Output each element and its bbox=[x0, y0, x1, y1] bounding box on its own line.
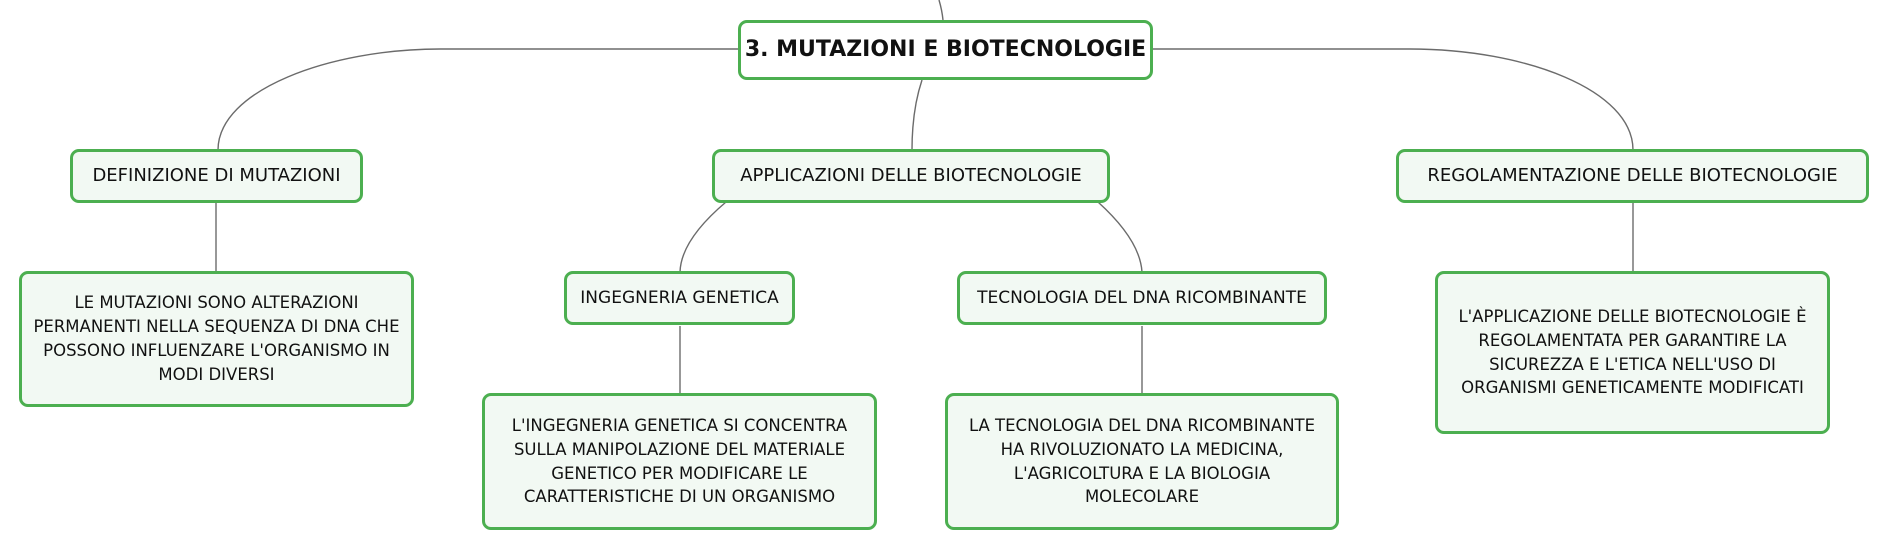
regolamentazione-node[interactable]: REGOLAMENTAZIONE DELLE BIOTECNOLOGIE bbox=[1396, 149, 1869, 203]
regolamentazione-detail-node[interactable]: L'APPLICAZIONE DELLE BIOTECNOLOGIE È REG… bbox=[1435, 271, 1830, 434]
ingegneria-node[interactable]: INGEGNERIA GENETICA bbox=[564, 271, 795, 325]
definizione-detail-node[interactable]: LE MUTAZIONI SONO ALTERAZIONI PERMANENTI… bbox=[19, 271, 414, 407]
definizione-label: DEFINIZIONE DI MUTAZIONI bbox=[92, 164, 341, 186]
regolamentazione-detail-text: L'APPLICAZIONE DELLE BIOTECNOLOGIE È REG… bbox=[1458, 306, 1807, 398]
ingegneria-detail-node[interactable]: L'INGEGNERIA GENETICA SI CONCENTRA SULLA… bbox=[482, 393, 877, 530]
dna-ricombinante-detail-node[interactable]: LA TECNOLOGIA DEL DNA RICOMBINANTE HA RI… bbox=[945, 393, 1339, 530]
applicazioni-label: APPLICAZIONI DELLE BIOTECNOLOGIE bbox=[740, 164, 1082, 186]
connector-root-regolamentazione bbox=[1153, 48, 1634, 151]
definizione-detail-text: LE MUTAZIONI SONO ALTERAZIONI PERMANENTI… bbox=[33, 293, 400, 384]
dna-ricombinante-node[interactable]: TECNOLOGIA DEL DNA RICOMBINANTE bbox=[957, 271, 1327, 325]
connector-root-definizione bbox=[217, 48, 738, 151]
regolamentazione-label: REGOLAMENTAZIONE DELLE BIOTECNOLOGIE bbox=[1427, 164, 1838, 186]
applicazioni-node[interactable]: APPLICAZIONI DELLE BIOTECNOLOGIE bbox=[712, 149, 1110, 203]
dna-ricombinante-label: TECNOLOGIA DEL DNA RICOMBINANTE bbox=[977, 287, 1307, 308]
ingegneria-label: INGEGNERIA GENETICA bbox=[580, 287, 779, 308]
connector-root-applicazioni bbox=[911, 79, 923, 151]
dna-ricombinante-detail-text: LA TECNOLOGIA DEL DNA RICOMBINANTE HA RI… bbox=[968, 415, 1316, 507]
root-topic-label: 3. MUTAZIONI E BIOTECNOLOGIE bbox=[744, 37, 1147, 63]
connector-root-incoming bbox=[938, 0, 944, 21]
connector-applicazioni-ingegneria bbox=[679, 201, 727, 273]
connector-applicazioni-dna bbox=[1097, 201, 1143, 273]
root-topic-node[interactable]: 3. MUTAZIONI E BIOTECNOLOGIE bbox=[738, 20, 1153, 80]
definizione-node[interactable]: DEFINIZIONE DI MUTAZIONI bbox=[70, 149, 363, 203]
ingegneria-detail-text: L'INGEGNERIA GENETICA SI CONCENTRA SULLA… bbox=[511, 415, 848, 507]
